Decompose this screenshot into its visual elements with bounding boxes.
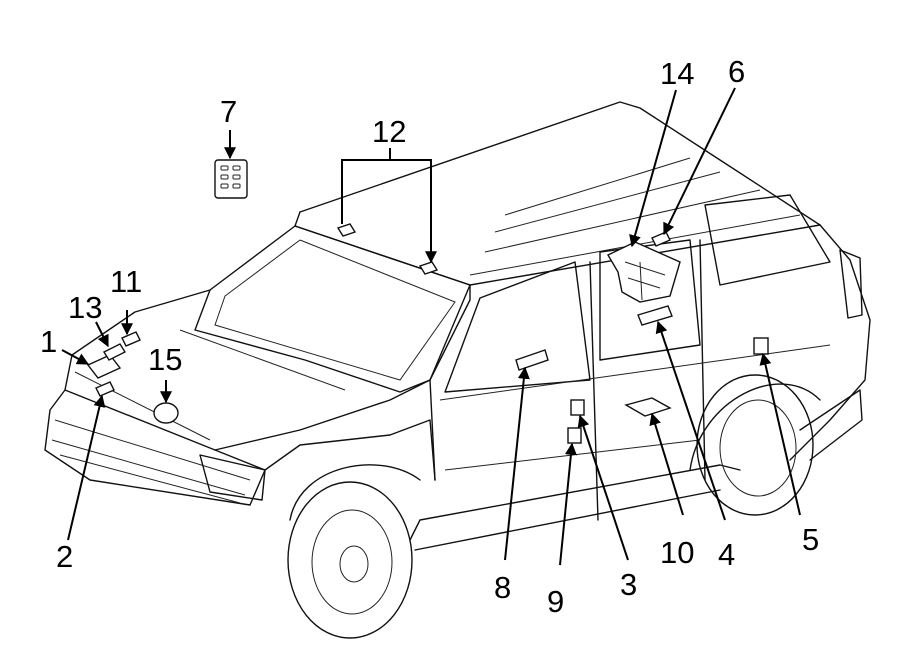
windshield <box>194 225 471 393</box>
part-8-module[interactable] <box>515 349 549 371</box>
callout-8: 8 <box>494 570 511 605</box>
leader-8 <box>504 366 530 561</box>
part-10-control-unit[interactable] <box>624 397 672 417</box>
part-12-sensor-right[interactable] <box>418 261 439 275</box>
grille <box>51 419 251 504</box>
door-split-front <box>589 261 599 521</box>
front-tire <box>287 481 413 639</box>
part-14-bracket-assembly[interactable] <box>607 241 681 303</box>
quarter-window <box>704 194 831 286</box>
roof-outline <box>299 101 821 226</box>
part-13-relay[interactable] <box>102 343 127 361</box>
callout-3: 3 <box>620 567 637 602</box>
front-wheel-arch <box>289 464 421 521</box>
callout-12: 12 <box>372 114 406 149</box>
leader-1 <box>61 349 90 365</box>
rocker-panel <box>409 464 741 551</box>
part-7-relay-block[interactable] <box>214 159 248 199</box>
rear-body <box>789 224 871 461</box>
front-fender <box>264 419 436 481</box>
callout-labels: 1 2 3 4 5 6 7 8 9 10 11 12 13 14 15 <box>40 54 819 619</box>
part-1-module[interactable] <box>86 354 122 379</box>
part-4-module[interactable] <box>637 305 673 326</box>
leader-4 <box>655 320 726 521</box>
part-3-switch[interactable] <box>570 399 585 416</box>
windshield-inner <box>214 239 456 381</box>
callout-2: 2 <box>56 539 73 574</box>
front-rim <box>311 509 393 615</box>
headlight <box>199 454 266 501</box>
leader-10 <box>649 412 684 516</box>
part-6-switch[interactable] <box>651 231 671 247</box>
parts <box>86 159 769 444</box>
callout-15: 15 <box>148 342 182 377</box>
callout-13: 13 <box>68 290 102 325</box>
leader-2 <box>67 394 106 541</box>
callout-1: 1 <box>40 324 57 359</box>
vehicle-outline <box>44 101 871 639</box>
part-15-horn[interactable] <box>153 402 179 424</box>
callout-7: 7 <box>220 94 237 129</box>
leader-9 <box>559 442 577 566</box>
leader-5 <box>759 352 801 516</box>
part-5-sensor[interactable] <box>753 337 769 355</box>
callout-4: 4 <box>718 537 735 572</box>
front-door-window <box>444 261 591 393</box>
part-12-sensor-left[interactable] <box>336 223 357 237</box>
rear-rim <box>719 399 797 497</box>
a-pillar <box>429 284 471 481</box>
callout-5: 5 <box>802 522 819 557</box>
part-2-sensor[interactable] <box>95 381 115 397</box>
rear-bumper <box>799 389 863 461</box>
callout-14: 14 <box>660 56 694 91</box>
part-9-switch[interactable] <box>567 427 582 444</box>
leader-14 <box>629 89 677 248</box>
tail-light <box>839 249 863 319</box>
leader-13 <box>95 321 109 348</box>
rear-tire <box>696 374 814 516</box>
leader-6 <box>663 87 736 236</box>
part-11-relay[interactable] <box>121 331 141 347</box>
leader-3 <box>577 414 629 561</box>
leader-lines <box>61 87 801 566</box>
hood-crease <box>74 329 346 441</box>
door-split-rear <box>699 239 706 481</box>
rear-wheel-arch <box>689 383 821 471</box>
front-hub <box>339 545 369 583</box>
relay-block-pins <box>220 165 241 189</box>
callout-9: 9 <box>547 584 564 619</box>
callout-6: 6 <box>728 54 745 89</box>
leader-12 <box>341 148 431 262</box>
callout-10: 10 <box>660 535 694 570</box>
part-14-detail <box>624 261 666 301</box>
hood <box>64 289 431 451</box>
callout-11: 11 <box>110 264 142 299</box>
